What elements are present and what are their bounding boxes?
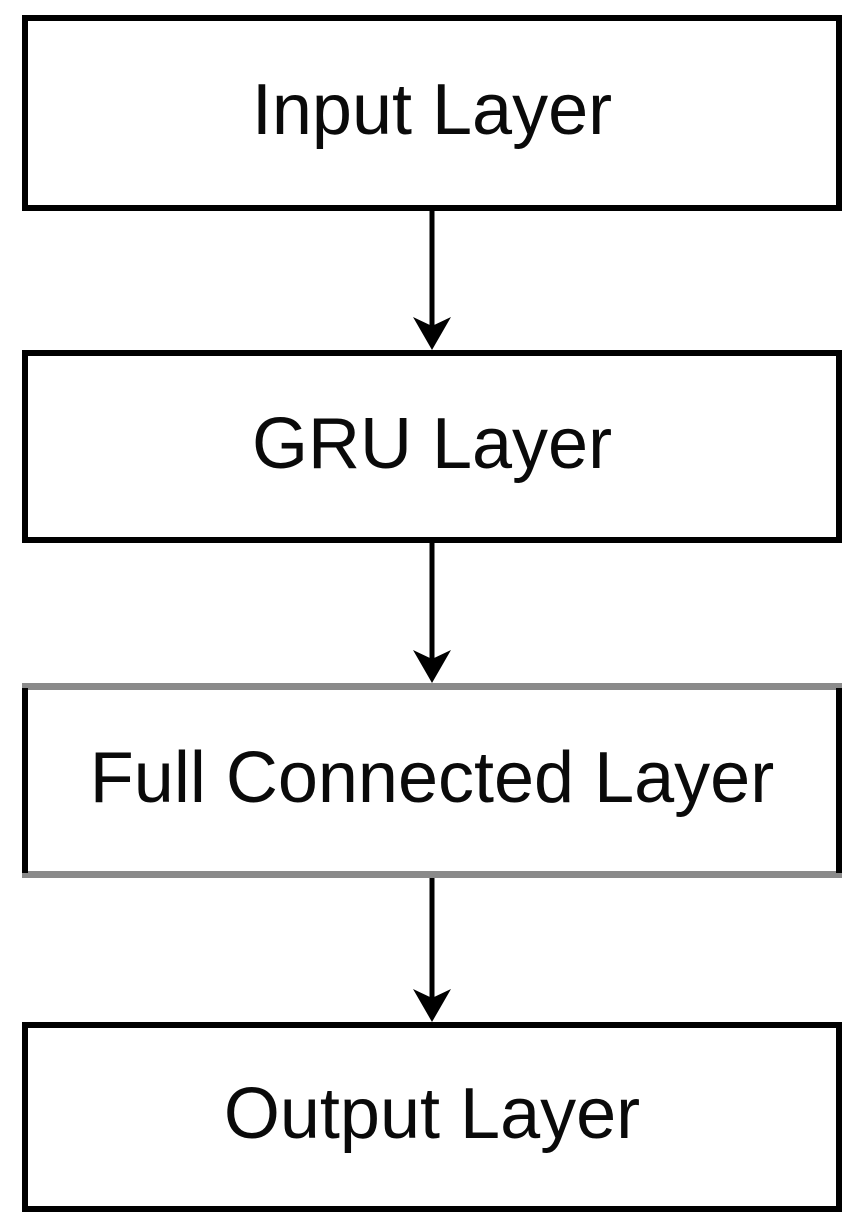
arrow-input-to-gru-icon xyxy=(413,211,451,350)
node-input-layer: Input Layer xyxy=(22,15,842,211)
node-gru-layer: GRU Layer xyxy=(22,350,842,543)
node-output-layer-label: Output Layer xyxy=(223,1074,641,1154)
node-gray-top-border xyxy=(22,683,842,690)
node-full-connected-layer-label: Full Connected Layer xyxy=(89,737,775,818)
node-full-connected-layer: Full Connected Layer xyxy=(22,683,842,878)
node-output-layer: Output Layer xyxy=(22,1022,842,1212)
node-gru-layer-label: GRU Layer xyxy=(251,403,613,484)
node-gray-bottom-border xyxy=(22,871,842,878)
arrow-fc-to-output-icon xyxy=(413,878,451,1022)
node-input-layer-label: Input Layer xyxy=(251,70,613,150)
arrow-gru-to-fc-icon xyxy=(413,543,451,683)
node-black-left-border xyxy=(22,688,28,873)
node-black-right-border xyxy=(836,688,842,873)
